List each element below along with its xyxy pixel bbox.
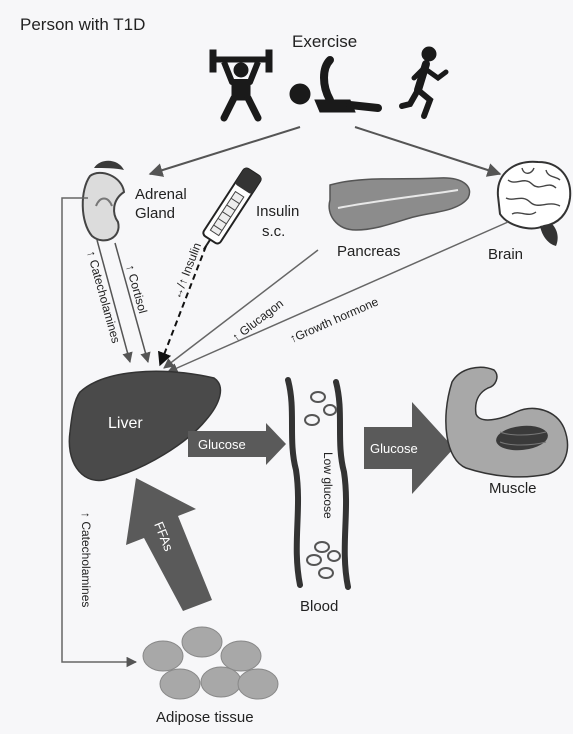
muscle-label: Muscle [489, 480, 537, 497]
liver-icon [69, 371, 220, 480]
glucose-liver-blood-label: Glucose [198, 437, 246, 452]
liver-label: Liver [108, 415, 143, 432]
insulin-label-1: Insulin [256, 203, 299, 220]
exercise-to-brain-arrow [355, 127, 500, 174]
adrenal-gland-label-1: Adrenal [135, 186, 187, 203]
figure-title: Person with T1D [20, 15, 145, 34]
insulin-pen-icon [195, 167, 262, 255]
brain-label: Brain [488, 246, 523, 263]
glucose-blood-muscle-label: Glucose [370, 441, 418, 456]
brain-icon [498, 162, 570, 246]
pancreas-icon [329, 178, 469, 230]
adrenal-gland-icon [83, 161, 124, 241]
pancreas-label: Pancreas [337, 243, 400, 260]
exercise-label: Exercise [292, 32, 357, 51]
growth-hormone-label: ↑Growth hormone [288, 294, 381, 345]
insulin-label-2: s.c. [262, 223, 285, 240]
exercise-to-adrenal-arrow [150, 127, 300, 174]
low-glucose-label: Low glucose [321, 452, 335, 519]
weightlifter-icon [210, 50, 272, 118]
adrenal-gland-label-2: Gland [135, 205, 175, 222]
blood-label: Blood [300, 598, 338, 615]
adipose-tissue-icon [143, 627, 278, 699]
catecholamines-adipose-label: ↑ Catecholamines [79, 512, 93, 607]
glucagon-label: ↑ Glucagon [229, 296, 286, 344]
insulin-effect-label: ↔/↑ Insulin [170, 241, 204, 301]
adipose-tissue-label: Adipose tissue [156, 709, 254, 726]
muscle-arm-icon [446, 367, 568, 477]
blood-vessel-icon [288, 380, 348, 587]
swimmer-icon [290, 60, 378, 112]
runner-icon [402, 47, 446, 116]
